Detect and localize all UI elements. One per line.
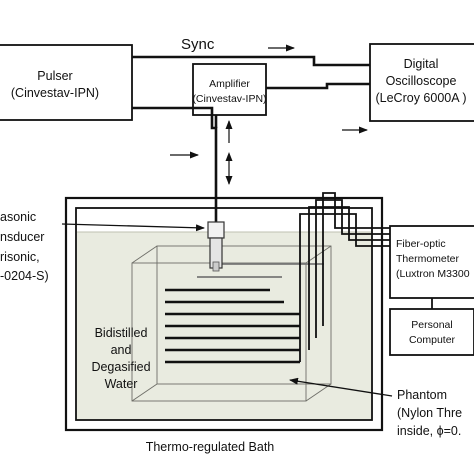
svg-text:(Nylon Thre: (Nylon Thre <box>397 406 462 420</box>
svg-text:and: and <box>111 343 132 357</box>
svg-text:asonic: asonic <box>0 210 36 224</box>
sync-line <box>132 55 370 67</box>
transducer-pointer <box>61 223 205 232</box>
bath-label: Thermo-regulated Bath <box>146 440 275 454</box>
svg-text:nsducer: nsducer <box>0 230 44 244</box>
pulser-box: Pulser (Cinvestav-IPN) <box>0 44 133 121</box>
thermometer-box: Fiber-optic Thermometer (Luxtron M3300 <box>389 225 474 299</box>
water-label: Bidistilled and Degasified Water <box>91 326 150 391</box>
svg-text:inside, ϕ=0.: inside, ϕ=0. <box>397 424 461 438</box>
connections <box>132 55 433 309</box>
amplifier-oscilloscope-line <box>266 82 370 90</box>
thermometer-label-3: (Luxtron M3300 <box>396 268 470 280</box>
svg-text:Bidistilled: Bidistilled <box>95 326 148 340</box>
nylon-threads <box>165 263 324 364</box>
bath-inner-wall <box>75 207 373 421</box>
svg-text:-0204-S): -0204-S) <box>0 269 49 283</box>
oscilloscope-label-2: Oscilloscope <box>386 74 457 88</box>
phantom-pointer <box>289 377 393 397</box>
oscilloscope-label-3: (LeCroy 6000A ) <box>375 91 466 105</box>
svg-text:Phantom: Phantom <box>397 388 447 402</box>
pulser-label: Pulser <box>37 69 72 83</box>
pulser-sublabel: (Cinvestav-IPN) <box>11 86 99 100</box>
amplifier-box: Amplifier (Cinvestav-IPN) <box>192 63 267 116</box>
svg-text:risonic,: risonic, <box>0 250 40 264</box>
computer-label-2: Computer <box>409 334 456 346</box>
sync-label: Sync <box>181 36 215 53</box>
phantom-label: Phantom (Nylon Thre inside, ϕ=0. <box>397 388 462 438</box>
svg-text:Degasified: Degasified <box>91 360 150 374</box>
computer-label-1: Personal <box>411 319 452 331</box>
oscilloscope-label-1: Digital <box>404 57 439 71</box>
fiber-optic-probes <box>299 192 390 362</box>
phantom-frame <box>131 245 332 402</box>
pulser-transducer-line <box>132 106 218 222</box>
ultrasonic-transducer <box>207 221 225 272</box>
thermometer-label-1: Fiber-optic <box>396 238 446 250</box>
oscilloscope-box: Digital Oscilloscope (LeCroy 6000A ) <box>369 43 474 122</box>
svg-text:Water: Water <box>105 377 138 391</box>
thermometer-label-2: Thermometer <box>396 253 460 265</box>
amplifier-sublabel: (Cinvestav-IPN) <box>192 93 266 105</box>
transducer-label: asonic nsducer risonic, -0204-S) <box>0 210 49 283</box>
amplifier-label: Amplifier <box>209 78 250 90</box>
personal-computer-box: Personal Computer <box>389 308 474 356</box>
signal-arrows <box>170 44 368 185</box>
